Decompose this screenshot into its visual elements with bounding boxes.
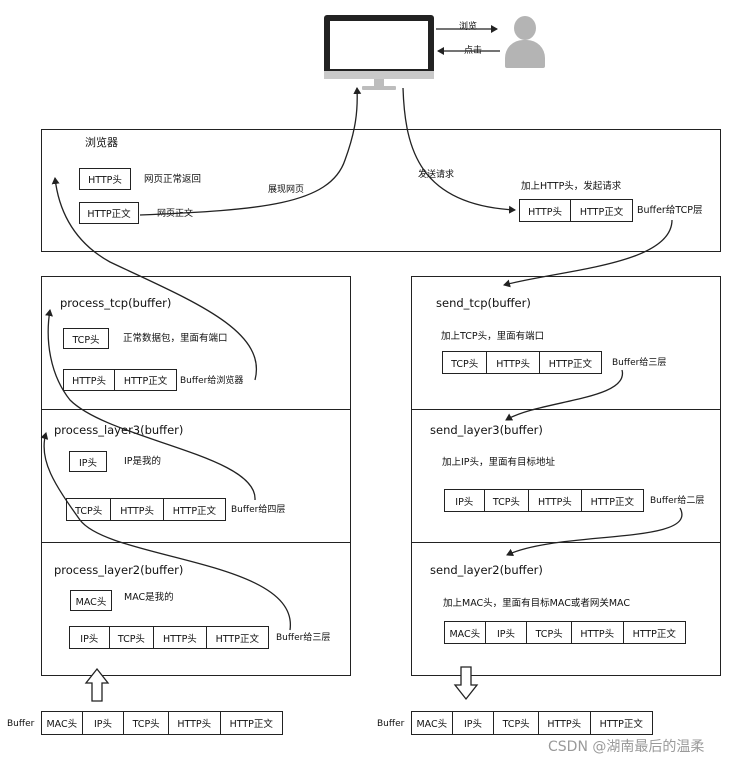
buffer-cell: HTTP正文 bbox=[229, 719, 273, 730]
right-bottom-buffer: MAC头 IP头 TCP头 HTTP头 HTTP正文 bbox=[411, 711, 653, 735]
buffer-cell: HTTP正文 bbox=[632, 628, 676, 640]
browse-label: 浏览 bbox=[459, 22, 478, 32]
buffer-cell: MAC头 bbox=[42, 712, 83, 734]
buffer-cell: MAC头 bbox=[412, 712, 453, 734]
buffer-cell: HTTP正文 bbox=[548, 358, 593, 370]
browser-title: 浏览器 bbox=[85, 136, 118, 149]
buffer-to-layer2-note: Buffer给二层 bbox=[650, 496, 705, 506]
buffer-to-layer3-note: Buffer给三层 bbox=[276, 633, 331, 643]
right-buffer-label: Buffer bbox=[377, 719, 405, 729]
buffer-cell: TCP头 bbox=[124, 712, 169, 734]
left-buffer-label: Buffer bbox=[7, 719, 35, 729]
left-bottom-buffer: MAC头 IP头 TCP头 HTTP头 HTTP正文 bbox=[41, 711, 283, 735]
mac-head-box: MAC头 bbox=[70, 590, 112, 611]
buffer-to-layer3-note-send: Buffer给三层 bbox=[612, 358, 667, 368]
buffer-cell: TCP头 bbox=[443, 352, 488, 373]
add-http-note: 加上HTTP头，发起请求 bbox=[521, 181, 622, 192]
note-page-return: 网页正常返回 bbox=[144, 174, 202, 185]
buffer-cell: HTTP头 bbox=[169, 712, 221, 734]
buffer-to-tcp-note: Buffer给TCP层 bbox=[637, 205, 703, 216]
buffer-cell: IP头 bbox=[445, 490, 485, 511]
watermark: CSDN @湖南最后的温柔 bbox=[548, 739, 705, 755]
buffer-cell: HTTP头 bbox=[154, 627, 207, 648]
buffer-cell: TCP头 bbox=[485, 490, 530, 511]
request-cell: HTTP头 bbox=[520, 200, 572, 221]
ip-note: IP是我的 bbox=[124, 456, 162, 467]
buffer-cell: HTTP头 bbox=[539, 712, 591, 734]
buffer-cell: TCP头 bbox=[110, 627, 155, 648]
buffer-cell: HTTP正文 bbox=[123, 376, 168, 387]
display-page-label: 展现网页 bbox=[268, 185, 305, 195]
note-page-body: 网页正文 bbox=[157, 209, 194, 219]
buffer-cell: HTTP头 bbox=[529, 490, 582, 511]
process-layer3-title: process_layer3(buffer) bbox=[54, 423, 184, 437]
buffer-cell: HTTP头 bbox=[64, 370, 116, 390]
request-buffer: HTTP头 HTTP正文 bbox=[519, 199, 633, 222]
divider bbox=[411, 409, 721, 410]
send-layer2-buffer: MAC头 IP头 TCP头 HTTP头 HTTP正文 bbox=[444, 621, 686, 644]
buffer-cell: HTTP正文 bbox=[172, 505, 217, 517]
process-layer3-buffer: TCP头 HTTP头 HTTP正文 bbox=[66, 498, 226, 521]
add-tcp-note: 加上TCP头，里面有端口 bbox=[441, 331, 545, 342]
tcp-note: 正常数据包，里面有端口 bbox=[123, 333, 228, 344]
ip-head-box: IP头 bbox=[69, 451, 107, 472]
process-tcp-title: process_tcp(buffer) bbox=[60, 296, 172, 310]
send-tcp-buffer: TCP头 HTTP头 HTTP正文 bbox=[442, 351, 602, 374]
buffer-cell: IP头 bbox=[486, 622, 528, 643]
send-layer2-title: send_layer2(buffer) bbox=[430, 563, 543, 577]
user-icon bbox=[503, 16, 547, 68]
buffer-cell: TCP头 bbox=[527, 622, 572, 643]
buffer-cell: HTTP正文 bbox=[590, 496, 634, 508]
click-label: 点击 bbox=[464, 46, 483, 56]
send-stack-box bbox=[411, 276, 721, 676]
buffer-to-browser-note: Buffer给浏览器 bbox=[180, 376, 244, 386]
buffer-cell: IP头 bbox=[70, 627, 110, 648]
mac-note: MAC是我的 bbox=[124, 592, 174, 603]
buffer-cell: IP头 bbox=[453, 712, 495, 734]
divider bbox=[41, 542, 351, 543]
buffer-cell: HTTP正文 bbox=[215, 633, 259, 645]
buffer-to-layer4-note: Buffer给四层 bbox=[231, 505, 286, 515]
browser-http-head: HTTP头 bbox=[79, 168, 131, 190]
buffer-cell: HTTP头 bbox=[572, 622, 624, 643]
send-layer3-title: send_layer3(buffer) bbox=[430, 423, 543, 437]
tcp-head-box: TCP头 bbox=[63, 328, 109, 349]
buffer-cell: HTTP头 bbox=[111, 499, 164, 520]
send-request-label: 发送请求 bbox=[418, 170, 455, 180]
divider bbox=[411, 542, 721, 543]
buffer-cell: HTTP头 bbox=[487, 352, 540, 373]
buffer-cell: IP头 bbox=[83, 712, 125, 734]
add-ip-note: 加上IP头，里面有目标地址 bbox=[442, 457, 556, 468]
buffer-cell: TCP头 bbox=[494, 712, 539, 734]
process-tcp-buffer: HTTP头 HTTP正文 bbox=[63, 369, 177, 391]
browser-http-body: HTTP正文 bbox=[79, 202, 139, 224]
divider bbox=[41, 409, 351, 410]
send-tcp-title: send_tcp(buffer) bbox=[436, 296, 531, 310]
send-layer3-buffer: IP头 TCP头 HTTP头 HTTP正文 bbox=[444, 489, 644, 512]
buffer-cell: MAC头 bbox=[445, 622, 486, 643]
process-layer2-buffer: IP头 TCP头 HTTP头 HTTP正文 bbox=[69, 626, 269, 649]
buffer-cell: HTTP正文 bbox=[599, 719, 643, 730]
monitor-icon bbox=[324, 15, 434, 90]
buffer-cell: TCP头 bbox=[67, 499, 112, 520]
request-cell: HTTP正文 bbox=[579, 206, 624, 218]
add-mac-note: 加上MAC头，里面有目标MAC或者网关MAC bbox=[443, 598, 630, 609]
process-layer2-title: process_layer2(buffer) bbox=[54, 563, 184, 577]
